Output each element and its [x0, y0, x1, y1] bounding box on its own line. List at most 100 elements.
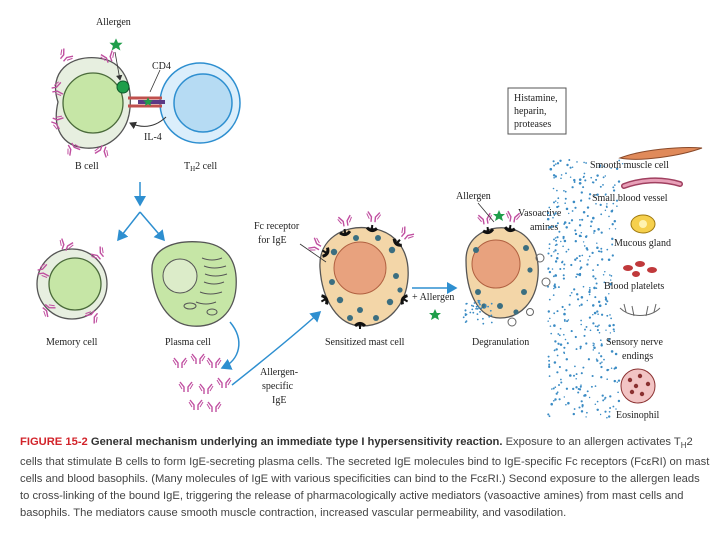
- spray-dot: [596, 263, 599, 267]
- spray-dot: [557, 333, 560, 335]
- spray-dot: [473, 302, 476, 304]
- spray-dot: [548, 363, 551, 366]
- spray-dot: [580, 266, 583, 269]
- spray-dot: [555, 224, 558, 227]
- spray-dot: [613, 184, 616, 186]
- spray-dot: [479, 303, 481, 306]
- spray-dot: [600, 247, 603, 250]
- spray-dot: [596, 246, 599, 250]
- spray-dot: [552, 387, 555, 390]
- spray-dot: [554, 260, 558, 263]
- spray-dot: [610, 350, 614, 353]
- spray-dot: [553, 361, 557, 364]
- il4-label: IL-4: [144, 132, 162, 143]
- spray-dot: [611, 237, 614, 241]
- spray-dot: [598, 352, 600, 354]
- spray-dot: [556, 391, 559, 394]
- spray-dot: [611, 243, 614, 246]
- spray-dot: [554, 340, 557, 343]
- caption-th-pre: T: [673, 436, 681, 448]
- spray-dot: [612, 186, 615, 189]
- spray-dot: [614, 228, 617, 230]
- spray-dot: [607, 258, 611, 262]
- spray-dot: [557, 197, 560, 200]
- spray-dot: [616, 381, 618, 383]
- spray-dot: [612, 323, 615, 327]
- spray-dot: [585, 235, 588, 237]
- spray-dot: [604, 175, 607, 177]
- spray-dot: [579, 260, 582, 262]
- spray-dot: [560, 174, 563, 176]
- spray-dot: [600, 365, 603, 369]
- spray-dot: [556, 354, 559, 357]
- spray-dot: [608, 215, 610, 218]
- spray-dot: [570, 263, 573, 267]
- spray-dot: [577, 391, 580, 394]
- mucous-gland-label: Mucous gland: [614, 238, 671, 249]
- spray-dot: [464, 314, 467, 317]
- spray-dot: [555, 163, 557, 165]
- spray-dot: [575, 377, 577, 380]
- caption-title: General mechanism underlying an immediat…: [90, 436, 503, 448]
- spray-dot: [556, 189, 558, 192]
- spray-dot: [548, 415, 551, 418]
- spray-dot: [580, 400, 583, 403]
- spray-dot: [552, 275, 555, 278]
- spray-dot: [472, 311, 475, 314]
- spray-dot: [552, 216, 554, 219]
- spray-dot: [577, 387, 580, 391]
- spray-dot: [580, 296, 584, 299]
- spray-dot: [548, 375, 551, 377]
- spray-dot: [566, 320, 569, 323]
- spray-dot: [570, 291, 573, 294]
- spray-dot: [606, 314, 609, 317]
- allergen-top-label: Allergen: [96, 17, 131, 28]
- spray-dot: [588, 290, 591, 294]
- spray-dot: [555, 392, 558, 395]
- fc-receptor-label-2: for IgE: [258, 235, 287, 246]
- spray-dot: [596, 400, 599, 403]
- spray-dot: [489, 309, 492, 312]
- spray-dot: [599, 339, 602, 342]
- spray-dot: [582, 176, 585, 179]
- spray-dot: [597, 300, 601, 304]
- spray-dot: [583, 245, 586, 247]
- spray-dot: [590, 220, 593, 223]
- fc-receptor-leader: [299, 243, 327, 263]
- spray-dot: [471, 308, 474, 311]
- spray-dot: [548, 359, 551, 362]
- allergen-ige-label-2: specific: [262, 381, 294, 392]
- allergen-ige-label-3: IgE: [272, 395, 286, 406]
- spray-dot: [572, 412, 575, 416]
- spray-dot: [594, 277, 597, 280]
- spray-dot: [615, 408, 617, 410]
- eosinophil-label: Eosinophil: [616, 410, 660, 421]
- spray-dot: [586, 411, 588, 414]
- spray-dot: [550, 254, 553, 257]
- spray-dot: [586, 299, 589, 302]
- spray-dot: [596, 174, 599, 177]
- spray-dot: [609, 395, 612, 398]
- spray-dot: [602, 273, 605, 276]
- spray-dot: [601, 394, 604, 397]
- il4-arrow: [129, 116, 167, 130]
- spray-dot: [603, 398, 606, 400]
- spray-dot: [580, 235, 582, 238]
- spray-dot: [578, 406, 581, 409]
- spray-dot: [562, 235, 565, 239]
- spray-dot: [575, 373, 578, 376]
- allergen-ige-label-1: Allergen-: [260, 367, 298, 378]
- spray-dot: [610, 367, 613, 369]
- spray-dot: [553, 250, 555, 253]
- spray-dot: [599, 185, 602, 188]
- spray-dot: [609, 282, 613, 286]
- target-nerve-icon: [619, 303, 661, 317]
- spray-dot: [573, 178, 576, 182]
- caption-text-1: Exposure to an allergen activates: [505, 436, 672, 448]
- spray-dot: [579, 268, 582, 270]
- spray-dot: [615, 167, 619, 170]
- spray-dot: [553, 312, 556, 315]
- spray-dot: [582, 241, 585, 243]
- spray-dot: [548, 270, 552, 274]
- spray-dot: [616, 205, 618, 207]
